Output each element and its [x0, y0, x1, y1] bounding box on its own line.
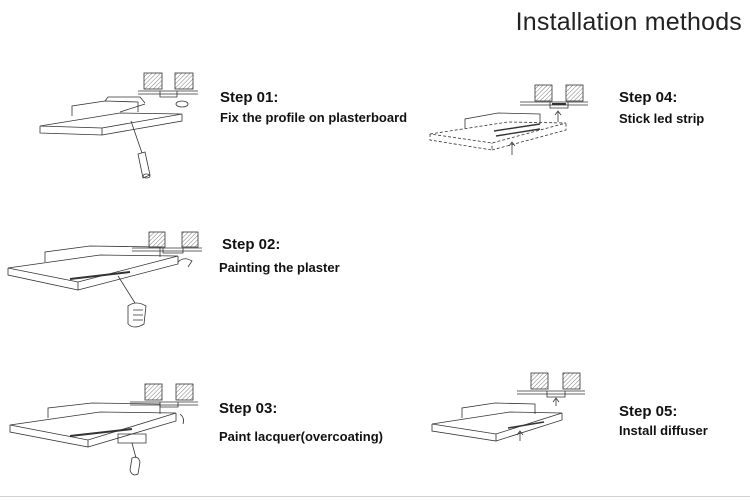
step-01-description: Fix the profile on plasterboard	[220, 110, 408, 125]
bottom-divider	[0, 496, 750, 497]
step-05-profile-detail-icon	[517, 372, 585, 406]
step-01-label: Step 01:	[220, 89, 279, 106]
step-05-label: Step 05:	[619, 403, 678, 420]
step-02-profile-detail-icon	[132, 231, 202, 268]
step-04-label: Step 04:	[619, 89, 678, 106]
step-03-description: Paint lacquer(overcoating)	[219, 429, 383, 444]
step-03-label: Step 03:	[219, 400, 278, 417]
paint-brush-hand-icon	[117, 275, 147, 328]
step-03-illustration	[9, 383, 198, 476]
step-01-profile-detail-icon	[138, 72, 198, 108]
paint-roller-icon	[117, 433, 147, 476]
arrow-up-icon	[508, 141, 516, 155]
step-05-illustration	[431, 372, 585, 442]
step-01-illustration	[39, 72, 198, 179]
step-04-profile-detail-icon	[520, 84, 588, 109]
step-02-label: Step 02:	[222, 236, 281, 253]
arrow-up-icon	[516, 430, 524, 441]
page-title: Installation methods	[515, 8, 742, 36]
step-02-illustration	[7, 231, 202, 328]
step-04-description: Stick led strip	[619, 111, 705, 126]
led-strip-icon	[493, 123, 541, 137]
step-05-description: Install diffuser	[619, 423, 708, 438]
arrow-up-icon	[554, 110, 562, 122]
step-02-description: Painting the plaster	[219, 260, 340, 275]
screwdriver-icon	[130, 120, 151, 179]
step-03-profile-detail-icon	[130, 383, 198, 425]
step-04-illustration	[429, 84, 588, 155]
